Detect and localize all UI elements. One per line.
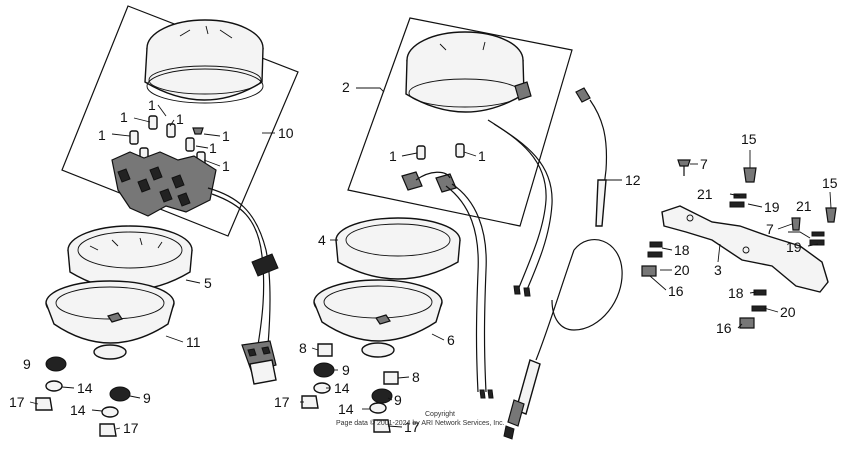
gauge-housing-center [405,31,532,113]
callout-1: 1 [148,97,156,113]
meter-bracket-3 [661,205,829,293]
callout-10: 10 [278,125,294,141]
callout-2: 2 [342,79,350,95]
callout-15: 15 [822,175,838,191]
callout-6: 6 [447,332,455,348]
callout-labels: 1 1 1 1 1 1 1 10 2 1 1 12 7 15 21 19 15 … [9,79,838,436]
small-parts [35,343,399,437]
callout-14: 14 [338,401,354,417]
speedo-wires [445,119,553,399]
gauge-rim-5 [67,225,193,291]
gauge-case-6 [313,279,443,358]
callout-7: 7 [766,221,774,237]
copyright-watermark: Copyright Page data © 2001-2024 by ARI N… [336,411,505,427]
callout-16: 16 [716,320,732,336]
callout-9: 9 [342,362,350,378]
callout-21: 21 [796,198,812,214]
callout-7: 7 [700,156,708,172]
watermark-line-1: Copyright [425,411,455,418]
callout-21: 21 [697,186,713,202]
left-gauge-assembly [45,5,299,385]
callout-1: 1 [209,140,217,156]
callout-19: 19 [764,199,780,215]
callout-1: 1 [478,148,486,164]
callout-17: 17 [404,419,420,435]
callout-17: 17 [123,420,139,436]
callout-19: 19 [786,239,802,255]
bracket-assembly [641,159,837,329]
callout-3: 3 [714,262,722,278]
callout-4: 4 [318,232,326,248]
socket-harness-left [111,151,279,385]
center-gauge-assembly [313,17,573,399]
callout-20: 20 [674,262,690,278]
callout-8: 8 [412,369,420,385]
callout-11: 11 [186,334,201,350]
callout-16: 16 [668,283,684,299]
callout-1: 1 [98,127,106,143]
callout-1: 1 [222,128,230,144]
callout-9: 9 [143,390,151,406]
callout-1: 1 [389,148,397,164]
callout-15: 15 [741,131,757,147]
bulb-sockets-center [401,143,465,193]
callout-9: 9 [23,356,31,372]
callout-17: 17 [274,394,290,410]
leader-lines [29,87,832,430]
callout-5: 5 [204,275,212,291]
callout-18: 18 [728,285,744,301]
callout-1: 1 [176,111,184,127]
callout-9: 9 [394,392,402,408]
gauge-housing-left [144,19,264,104]
callout-1: 1 [222,158,230,174]
callout-12: 12 [625,172,641,188]
callout-18: 18 [674,242,690,258]
callout-14: 14 [334,380,350,396]
callout-14: 14 [77,380,93,396]
gauge-case-11 [45,280,175,360]
callout-1: 1 [120,109,128,125]
cables [503,87,623,440]
callout-8: 8 [299,340,307,356]
group-box-2 [347,17,573,227]
gauge-rim-4 [335,217,461,280]
callout-20: 20 [780,304,796,320]
watermark-line-2: Page data © 2001-2024 by ARI Network Ser… [336,419,505,427]
callout-14: 14 [70,402,86,418]
callout-17: 17 [9,394,25,410]
